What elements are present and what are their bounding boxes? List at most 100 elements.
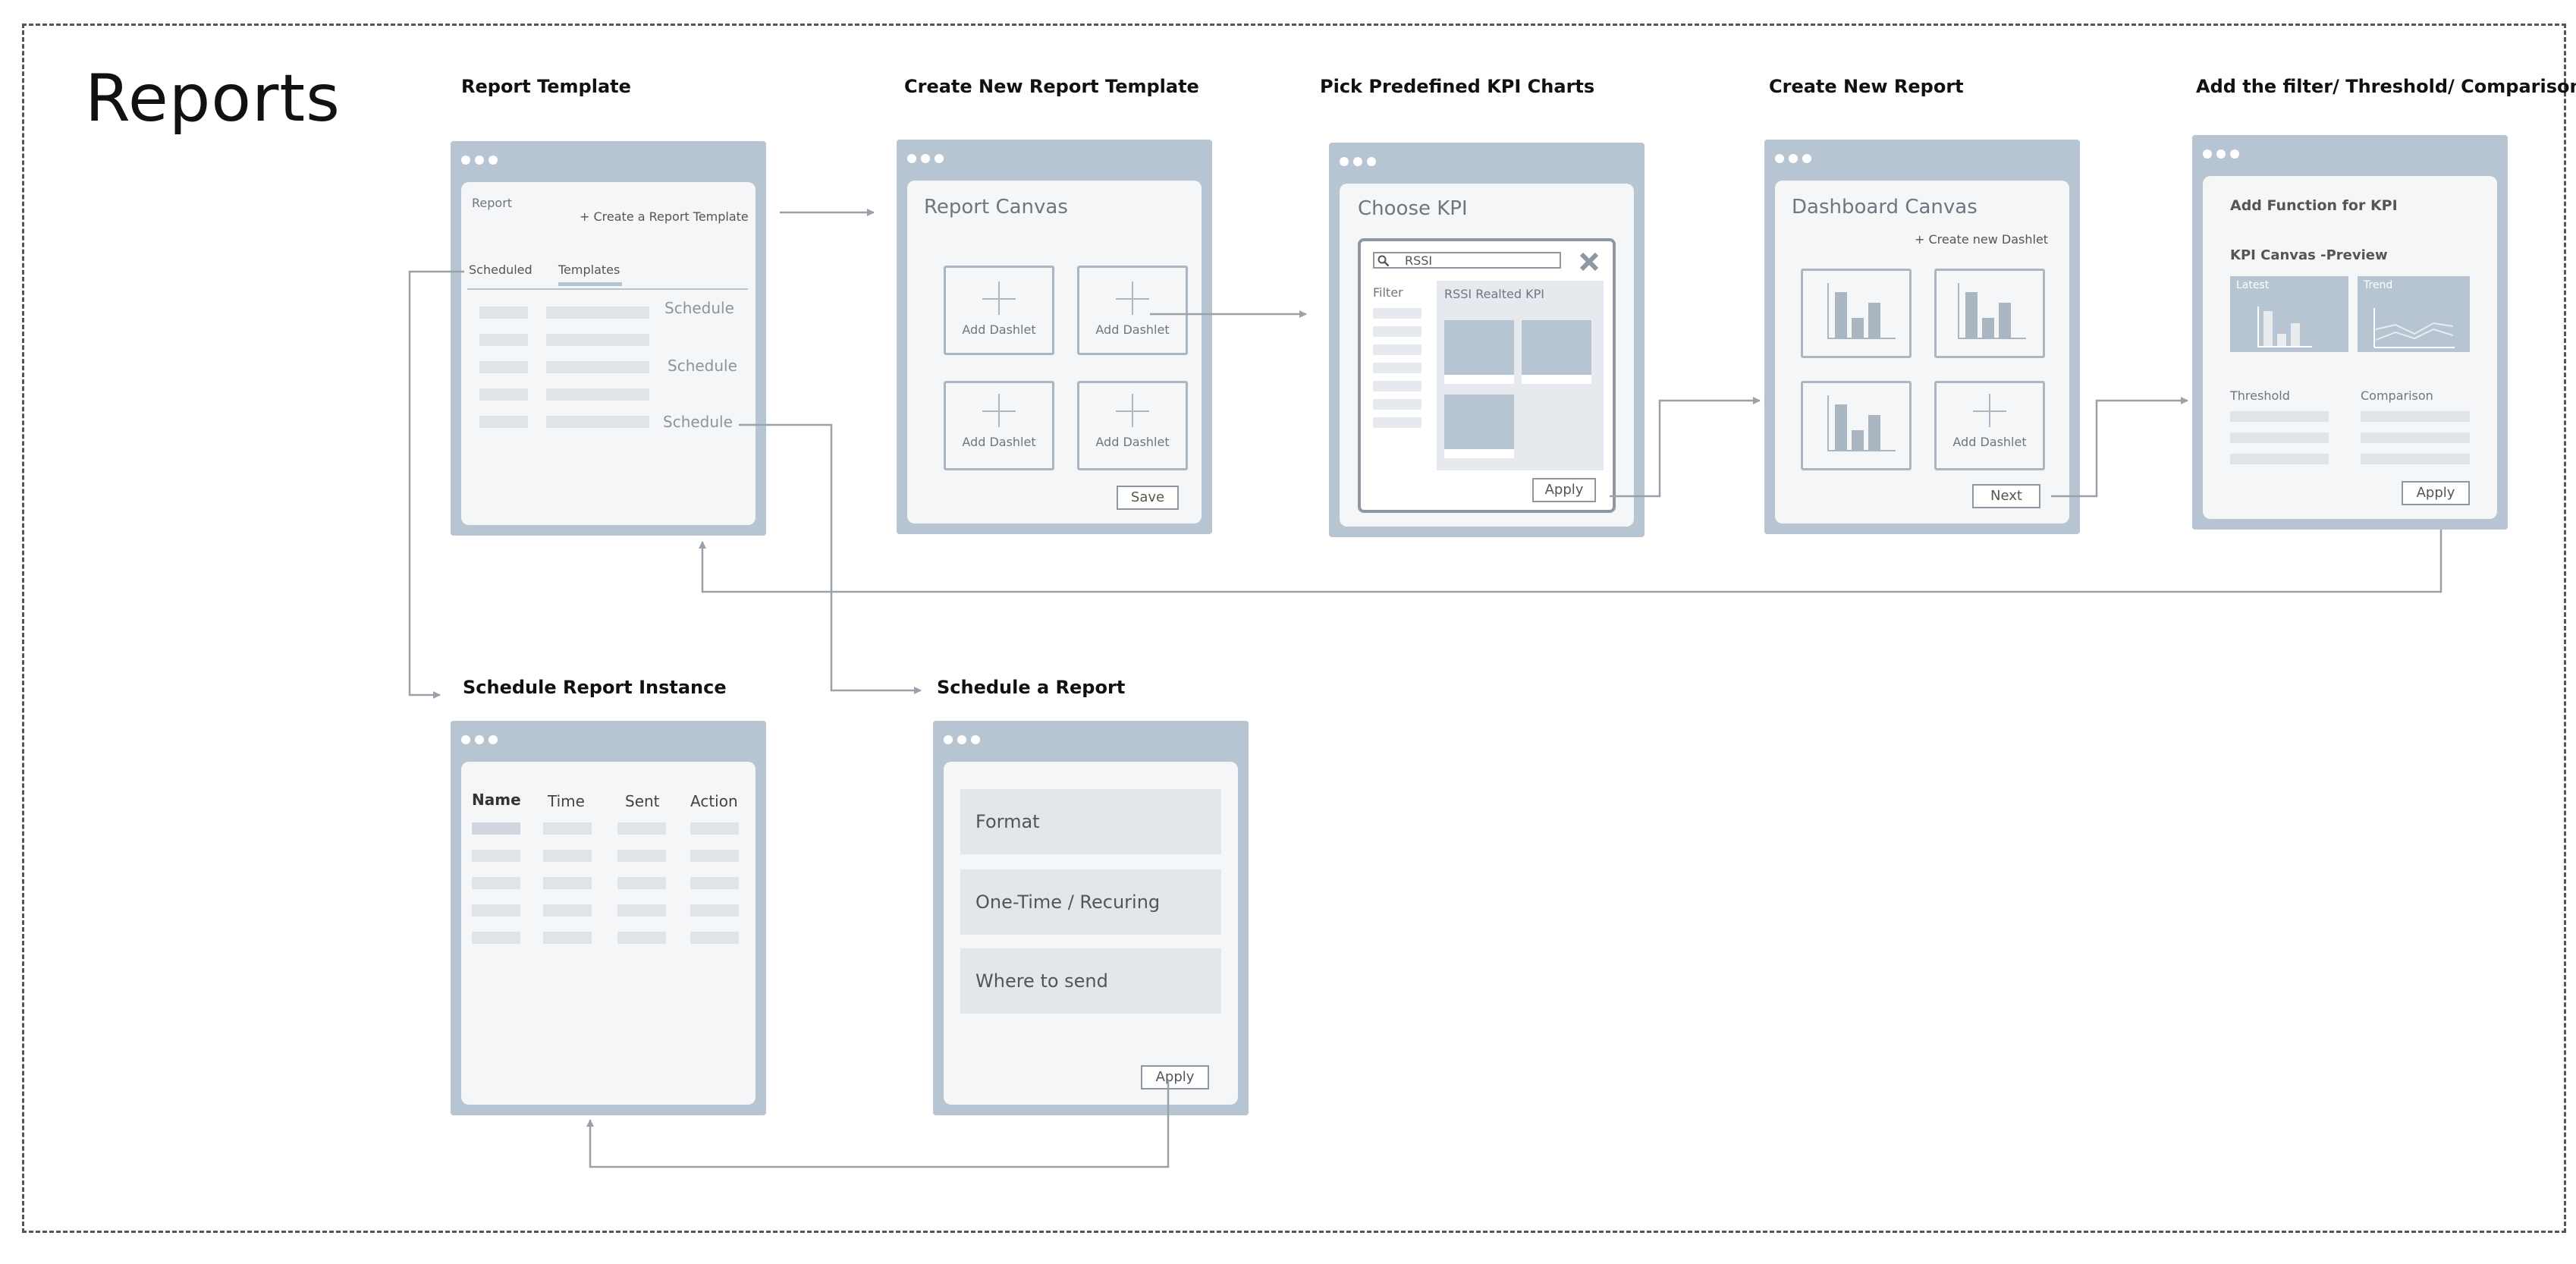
list-item [546, 307, 649, 319]
comparison-label: Comparison [2361, 388, 2433, 403]
diagram-frame [22, 24, 2566, 1233]
add-dashlet-button[interactable]: Add Dashlet [944, 381, 1054, 470]
next-button[interactable]: Next [1972, 484, 2040, 508]
add-dashlet-button[interactable]: Add Dashlet [1077, 266, 1188, 355]
window-controls [1340, 156, 1381, 170]
dashboard-canvas-title: Dashboard Canvas [1792, 196, 1978, 219]
threshold-field[interactable] [2230, 454, 2329, 464]
list-item [479, 307, 528, 319]
report-canvas-panel: Report Canvas Add Dashlet Add Dashlet Ad… [907, 181, 1202, 524]
bar-chart-dashlet[interactable] [1801, 381, 1912, 470]
destination-option[interactable]: Where to send [960, 948, 1221, 1014]
filter-option[interactable] [1373, 363, 1422, 373]
column-header-sent: Sent [625, 792, 660, 810]
kpi-search-input[interactable]: RSSI [1373, 252, 1561, 269]
create-template-link[interactable]: + Create a Report Template [580, 209, 749, 224]
kpi-function-title: Add Function for KPI [2230, 197, 2398, 214]
window-controls [2203, 149, 2244, 162]
chart-bar [1999, 303, 2011, 338]
add-dashlet-button[interactable]: Add Dashlet [1077, 381, 1188, 470]
column-header-name: Name [472, 791, 521, 809]
bar-chart-dashlet[interactable] [1934, 269, 2045, 358]
plus-icon [998, 394, 1000, 427]
filter-option[interactable] [1373, 399, 1422, 410]
save-button[interactable]: Save [1117, 486, 1179, 510]
chart-bar [1965, 292, 1978, 338]
filter-label: Filter [1373, 285, 1403, 300]
chart-axis [1827, 338, 1896, 339]
list-item [546, 416, 649, 428]
apply-schedule-button[interactable]: Apply [1141, 1065, 1209, 1089]
tab-templates[interactable]: Templates [558, 263, 620, 277]
filter-option[interactable] [1373, 308, 1422, 319]
step-title-add-filter: Add the filter/ Threshold/ Comparison [2196, 76, 2576, 97]
add-dashlet-button[interactable]: Add Dashlet [1934, 381, 2045, 470]
filter-option[interactable] [1373, 326, 1422, 337]
format-option[interactable]: Format [960, 789, 1221, 854]
chart-bar [2263, 311, 2273, 346]
schedule-link-2[interactable]: Schedule [668, 357, 737, 375]
trend-line-chart [2373, 308, 2455, 348]
add-dashlet-label: Add Dashlet [1095, 435, 1170, 449]
schedule-link-3[interactable]: Schedule [663, 413, 733, 431]
add-dashlet-label: Add Dashlet [1095, 322, 1170, 337]
latest-preview-card[interactable]: Latest [2230, 276, 2348, 352]
step-title-report-template: Report Template [461, 76, 631, 97]
schedule-report-window: Format One-Time / Recuring Where to send… [933, 721, 1249, 1115]
bar-chart-dashlet[interactable] [1801, 269, 1912, 358]
kpi-results-label: RSSI Realted KPI [1444, 287, 1544, 301]
window-controls [944, 734, 985, 748]
threshold-field[interactable] [2230, 411, 2329, 422]
comparison-field[interactable] [2361, 454, 2470, 464]
filter-option[interactable] [1373, 381, 1422, 391]
threshold-label: Threshold [2230, 388, 2290, 403]
apply-kpi-button[interactable]: Apply [1532, 478, 1596, 502]
tab-scheduled[interactable]: Scheduled [469, 263, 532, 277]
report-template-panel: Report + Create a Report Template Schedu… [461, 182, 756, 525]
chart-axis [1958, 338, 2026, 339]
report-canvas-title: Report Canvas [924, 196, 1068, 219]
report-canvas-window: Report Canvas Add Dashlet Add Dashlet Ad… [897, 140, 1212, 534]
kpi-chart-thumbnail[interactable] [1444, 395, 1514, 449]
column-header-time: Time [548, 792, 585, 810]
trend-preview-card[interactable]: Trend [2358, 276, 2470, 352]
list-item [479, 361, 528, 373]
chart-axis [2257, 346, 2312, 347]
filter-option[interactable] [1373, 344, 1422, 355]
chart-axis [1827, 283, 1829, 338]
kpi-chart-thumbnail[interactable] [1522, 320, 1591, 375]
kpi-function-panel: Add Function for KPI KPI Canvas -Preview… [2203, 176, 2497, 519]
kpi-picker-dialog: RSSI Filter RSSI Realted KPI [1358, 238, 1616, 513]
plus-icon [1989, 394, 1990, 427]
apply-function-button[interactable]: Apply [2402, 481, 2470, 505]
report-template-window: Report + Create a Report Template Schedu… [451, 141, 766, 536]
kpi-chart-thumbnail[interactable] [1444, 320, 1514, 375]
comparison-field[interactable] [2361, 432, 2470, 443]
choose-kpi-window: Choose KPI RSSI Filter RSSI Rea [1329, 143, 1645, 537]
create-dashlet-link[interactable]: + Create new Dashlet [1915, 232, 2049, 247]
kpi-chart-caption [1522, 375, 1591, 384]
arrow-scheduled-to-instance [408, 270, 464, 699]
report-label: Report [472, 196, 513, 210]
recurrence-option[interactable]: One-Time / Recuring [960, 869, 1221, 935]
add-dashlet-label: Add Dashlet [962, 322, 1036, 337]
schedule-instance-panel: Name Time Sent Action [461, 762, 756, 1105]
kpi-chart-caption [1444, 375, 1514, 384]
add-dashlet-button[interactable]: Add Dashlet [944, 266, 1054, 355]
schedule-link-1[interactable]: Schedule [664, 299, 734, 317]
window-controls [461, 155, 502, 168]
add-dashlet-label: Add Dashlet [1952, 435, 2027, 449]
window-controls [1775, 153, 1816, 167]
choose-kpi-panel: Choose KPI RSSI Filter RSSI Rea [1340, 184, 1634, 527]
threshold-field[interactable] [2230, 432, 2329, 443]
arrow-filter-back-to-templates [699, 530, 2442, 593]
kpi-function-window: Add Function for KPI KPI Canvas -Preview… [2192, 135, 2508, 530]
chart-axis [1827, 450, 1896, 451]
step-title-create-template: Create New Report Template [904, 76, 1199, 97]
trend-label: Trend [2364, 279, 2393, 291]
close-icon[interactable] [1578, 250, 1601, 273]
chart-bar [1852, 318, 1864, 338]
comparison-field[interactable] [2361, 411, 2470, 422]
filter-option[interactable] [1373, 417, 1422, 428]
list-item [546, 361, 649, 373]
